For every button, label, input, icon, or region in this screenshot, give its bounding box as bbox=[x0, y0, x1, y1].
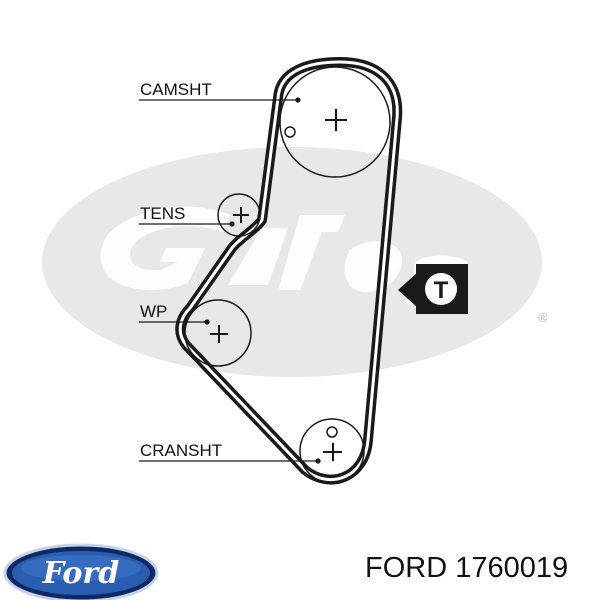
tension-marker-letter: T bbox=[434, 277, 449, 304]
timing-belt bbox=[175, 57, 403, 485]
part-number: FORD 1760019 bbox=[365, 552, 569, 584]
tensioner-label: TENS bbox=[140, 204, 185, 223]
crankshaft-pulley bbox=[299, 418, 365, 484]
gates-watermark: ® bbox=[42, 147, 548, 377]
leader-lines bbox=[139, 97, 321, 464]
tensioner-pulley bbox=[217, 193, 261, 237]
camshaft-label: CAMSHT bbox=[140, 80, 212, 99]
water-pump-label: WP bbox=[140, 302, 167, 321]
ford-logo-text: Ford bbox=[42, 556, 119, 591]
crankshaft-label: CRANSHT bbox=[140, 441, 222, 460]
registered-mark: ® bbox=[538, 310, 548, 325]
tension-marker: T bbox=[398, 264, 468, 314]
camshaft-pulley bbox=[279, 66, 391, 178]
ford-logo: Ford bbox=[3, 543, 159, 600]
water-pump-pulley bbox=[184, 299, 252, 367]
